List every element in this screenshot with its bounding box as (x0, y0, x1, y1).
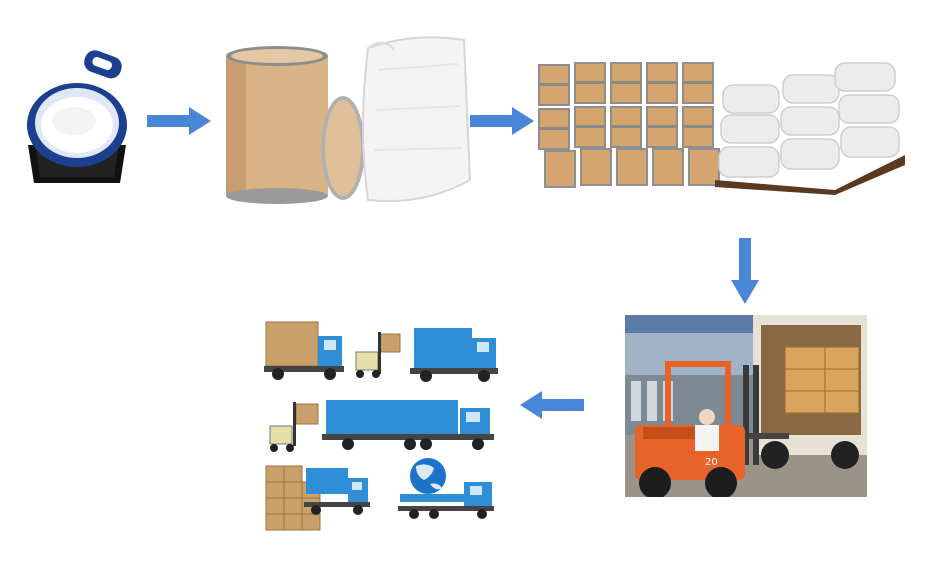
flow-arrow-left (520, 391, 584, 419)
powder-bowl-icon (27, 50, 127, 183)
stacked-drums-and-pallet-bags-icon (538, 62, 905, 195)
step-shipping-trucks (260, 316, 505, 544)
step-powder-bowl (22, 45, 132, 190)
step-forklift-loading: 20 (625, 315, 867, 497)
globe-truck (398, 458, 494, 519)
flow-arrow-right-1 (147, 107, 211, 135)
fiber-drum-and-woven-bag-icon (226, 36, 472, 204)
step-warehouse-stock (535, 55, 905, 195)
svg-text:20: 20 (705, 457, 718, 468)
forklift-loading-truck-icon: 20 (625, 315, 867, 497)
box-truck (264, 321, 344, 380)
flow-arrow-right-2 (470, 107, 534, 135)
step-drum-and-bag (218, 30, 478, 210)
flow-arrow-down (731, 238, 759, 304)
shipping-trucks-icon (264, 321, 498, 531)
